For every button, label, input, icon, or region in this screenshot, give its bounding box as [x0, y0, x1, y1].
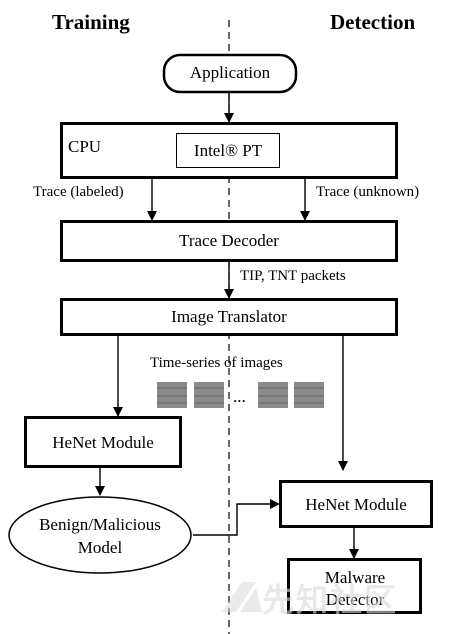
image-thumbnail	[157, 382, 187, 408]
intel-pt-box	[176, 133, 280, 168]
packets-label: TIP, TNT packets	[240, 268, 346, 284]
thumbnails-ellipsis: ...	[233, 387, 246, 406]
training-header: Training	[52, 10, 130, 34]
henet-module-training-box	[24, 416, 182, 468]
malware-detector-label-line1: Malware	[324, 568, 386, 587]
arrow-model-to-henet-detect	[193, 499, 280, 536]
intel-pt-label: Intel® PT	[193, 141, 263, 160]
image-thumbnail	[258, 382, 288, 408]
time-series-label: Time-series of images	[150, 355, 283, 371]
henet-module-training-label: HeNet Module	[52, 433, 154, 452]
watermark-logo	[222, 582, 262, 612]
malware-detector-box	[287, 558, 422, 614]
trace-labeled-label: Trace (labeled)	[33, 184, 124, 200]
model-label-line1: Benign/Malicious	[39, 515, 161, 534]
watermark-text: 先知社区	[262, 581, 399, 619]
henet-module-detection-label: HeNet Module	[305, 495, 407, 514]
image-thumbnail	[294, 382, 324, 408]
image-thumbnail	[194, 382, 224, 408]
time-series-thumbnails	[157, 382, 324, 408]
detection-header: Detection	[330, 10, 416, 34]
trace-unknown-label: Trace (unknown)	[316, 184, 420, 200]
malware-detector-label-line2: Detector	[325, 590, 385, 609]
cpu-label: CPU	[68, 137, 102, 156]
application-box	[162, 53, 298, 94]
trace-decoder-label: Trace Decoder	[179, 231, 279, 250]
trace-decoder-box	[60, 220, 398, 262]
image-translator-label: Image Translator	[171, 307, 287, 326]
image-translator-box	[60, 298, 398, 336]
henet-module-detection-box	[279, 480, 433, 528]
application-label: Application	[189, 63, 271, 82]
model-label-line2: Model	[77, 538, 123, 557]
model-ellipse	[8, 496, 192, 574]
